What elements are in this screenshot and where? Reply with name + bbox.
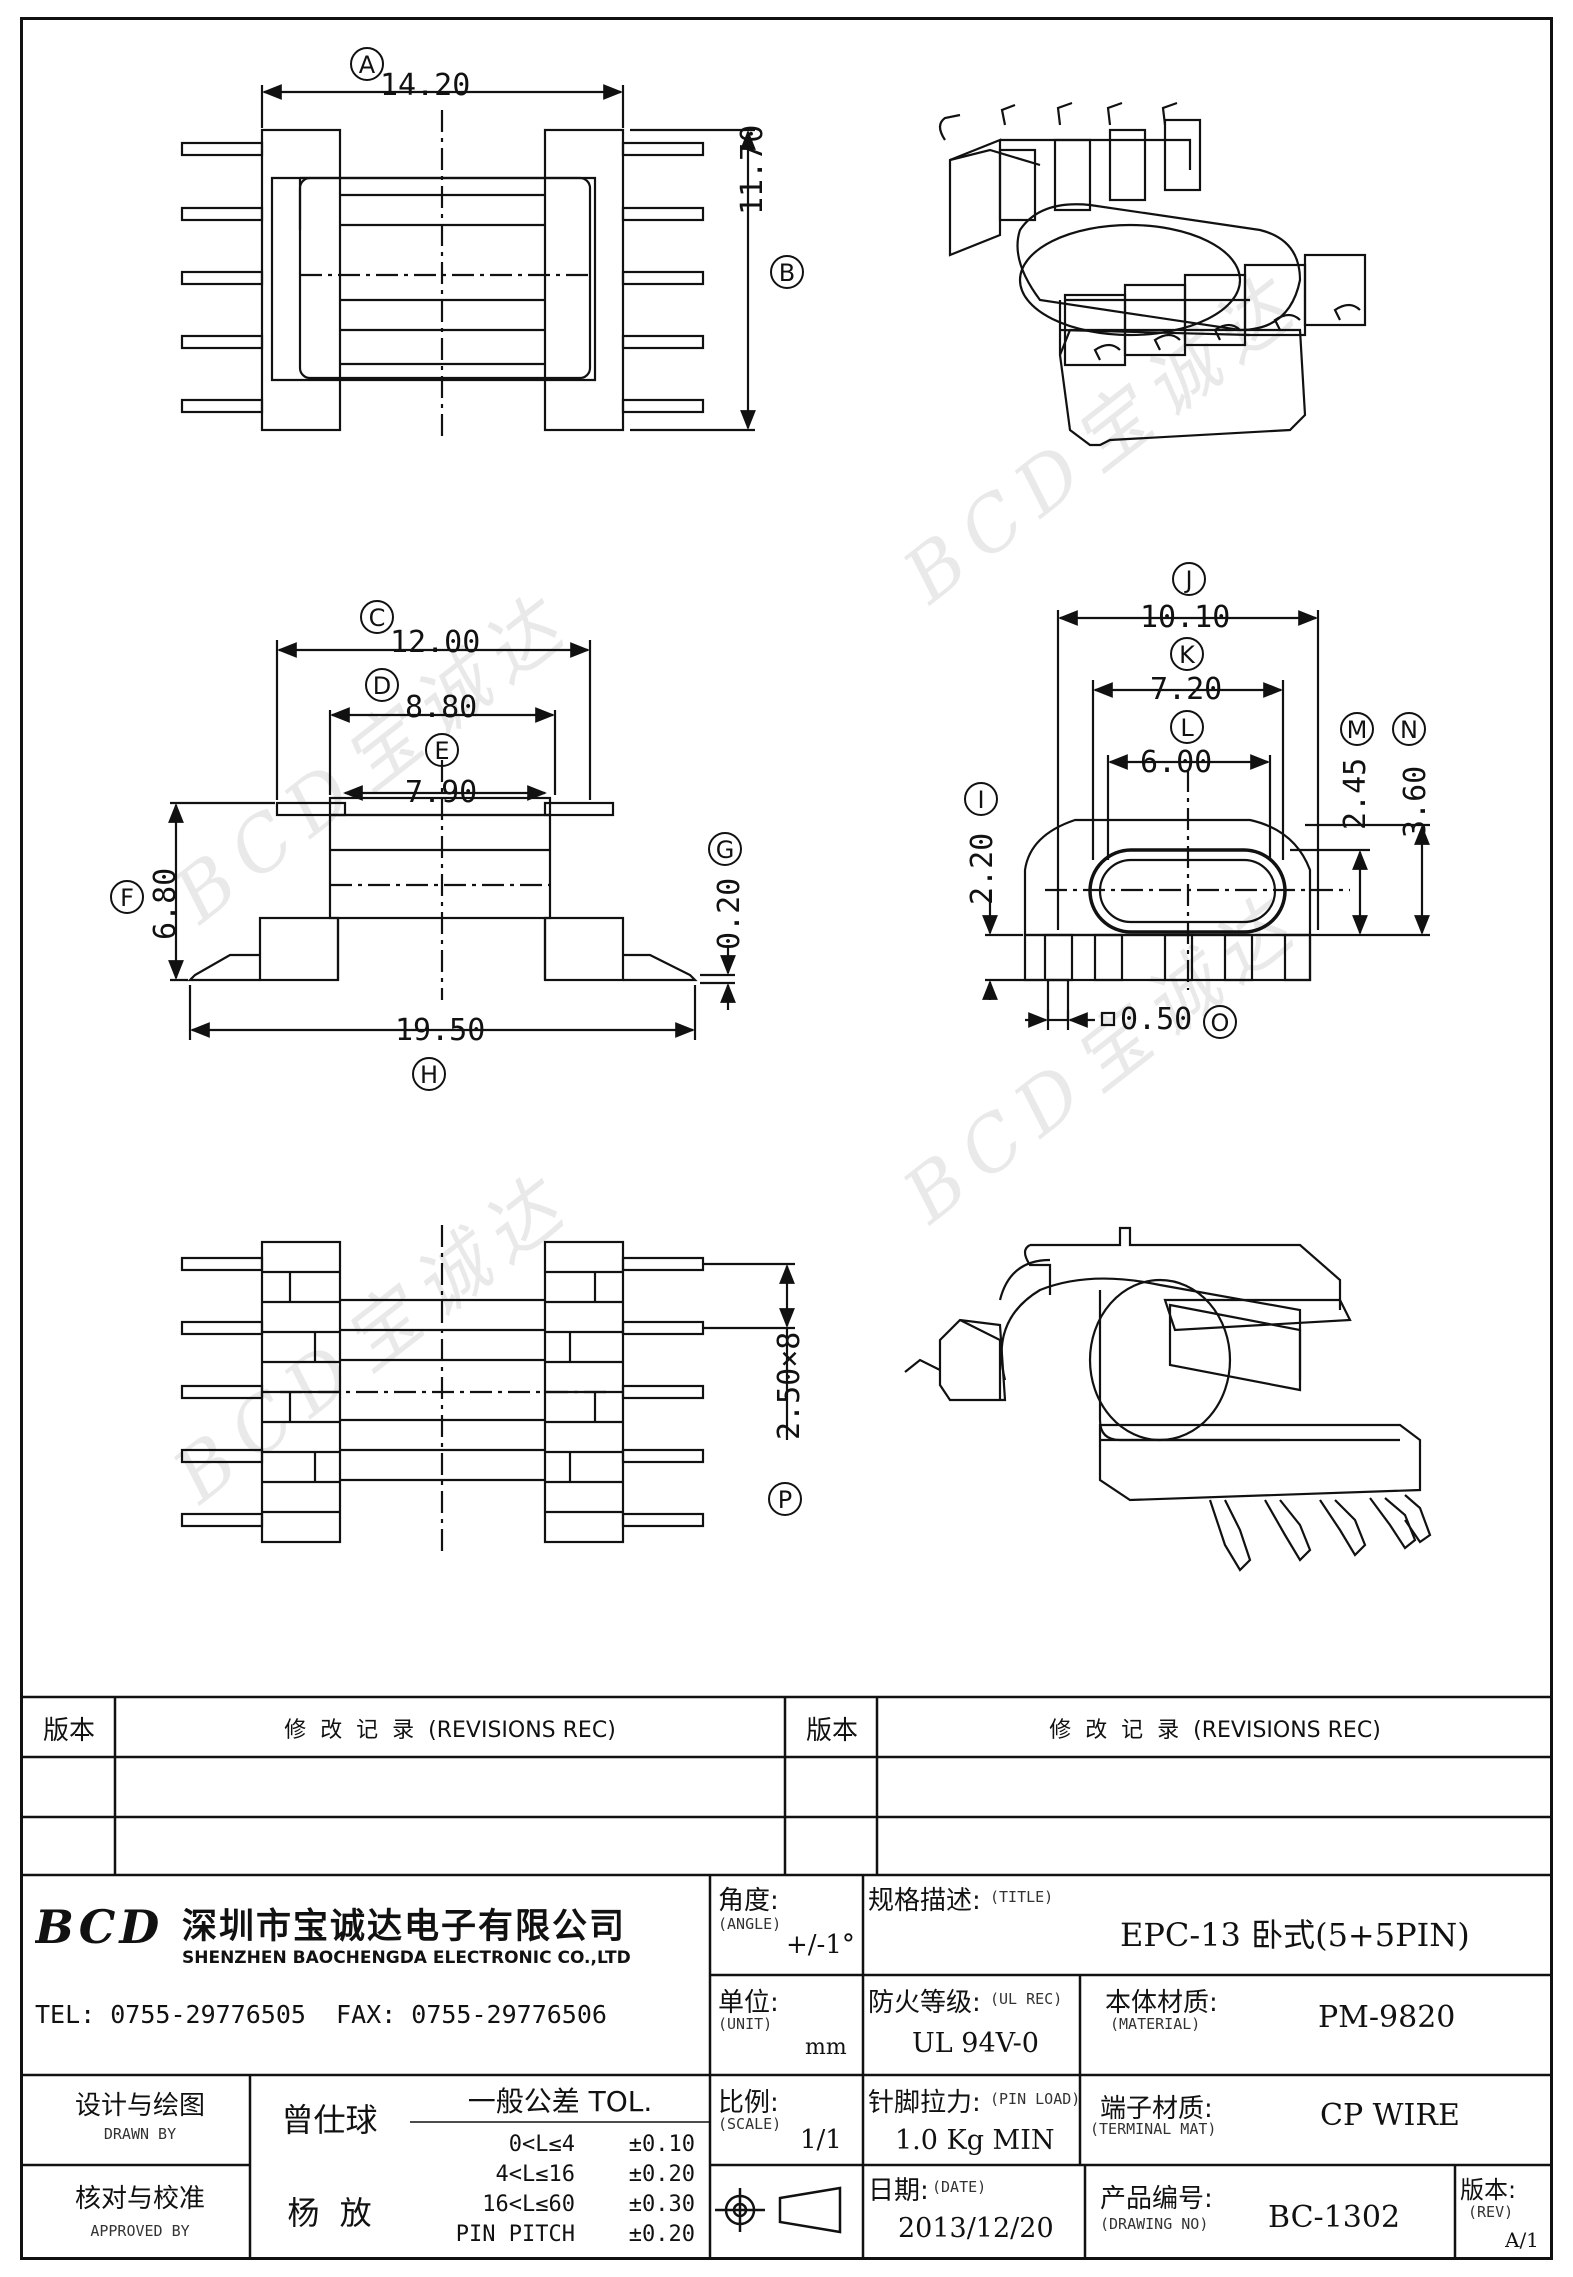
dim-K-bubble: K — [1170, 637, 1204, 671]
dim-E-value: 7.90 — [405, 775, 478, 810]
tolerance-title: 一般公差 TOL. — [467, 2085, 653, 2118]
approved-value: 杨 放 — [287, 2194, 372, 2232]
dim-A-bubble: A — [350, 47, 384, 81]
iso-view-bottom — [904, 1226, 1432, 1572]
company-name-en: SHENZHEN BAOCHENGDA ELECTRONIC CO.,LTD — [182, 1948, 631, 1968]
dim-I-value: 2.20 — [965, 832, 1000, 905]
dim-B-bubble: B — [770, 255, 804, 289]
approved-label: 核对与校准 — [74, 2184, 205, 2214]
dim-L-value: 6.00 — [1140, 745, 1213, 780]
dim-I-bubble: I — [964, 782, 998, 816]
tolerance-row: 4<L≤16±0.20 — [495, 2162, 695, 2187]
drawing-no-label-en: (DRAWING NO) — [1100, 2215, 1209, 2233]
terminal-value: CP WIRE — [1320, 2098, 1460, 2133]
ul-label-en: (UL REC) — [990, 1990, 1063, 2008]
pinload-label-en: (PIN LOAD) — [990, 2090, 1081, 2108]
tolerance-row: PIN PITCH±0.20 — [455, 2222, 695, 2247]
dim-K-value: 7.20 — [1150, 672, 1223, 707]
dim-J-value: 10.10 — [1140, 600, 1231, 635]
title-value: EPC-13 卧式(5+5PIN) — [1120, 1916, 1470, 1954]
unit-value: mm — [805, 2035, 847, 2060]
dim-C-value: 12.00 — [390, 625, 481, 660]
rev-left-record-header: 修 改 记 录 (REVISIONS REC) — [284, 1718, 616, 1743]
drawing-sheet — [20, 17, 1553, 2260]
drawn-value: 曾仕球 — [281, 2101, 378, 2139]
pinload-value: 1.0 Kg MIN — [895, 2125, 1055, 2156]
top-view — [180, 84, 756, 440]
date-label-en: (DATE) — [932, 2178, 987, 2196]
rev-label-en: (REV) — [1468, 2203, 1514, 2221]
dim-A-value: 14.20 — [380, 68, 471, 103]
date-label: 日期: — [868, 2176, 929, 2206]
tolerance-table: 0<L≤4±0.10 4<L≤16±0.20 16<L≤60±0.30 PIN … — [415, 2130, 705, 2250]
side-view — [982, 610, 1430, 1030]
dim-G-value: 0.20 — [712, 877, 747, 950]
dim-P-value: 2.50×8 — [772, 1331, 807, 1440]
company-contact: TEL: 0755-29776505 FAX: 0755-29776506 — [35, 2000, 607, 2029]
dim-O-value: 0.50 — [1120, 1002, 1193, 1037]
angle-label: 角度: — [718, 1886, 779, 1916]
title-label: 规格描述: — [868, 1886, 981, 1916]
rev-left-version-header: 版本 — [42, 1716, 95, 1746]
dim-L-bubble: L — [1170, 710, 1204, 744]
dim-H-value: 19.50 — [395, 1013, 486, 1048]
rev-right-version-header: 版本 — [805, 1716, 858, 1746]
drawing-no-value: BC-1302 — [1268, 2200, 1401, 2235]
drawn-label: 设计与绘图 — [74, 2091, 205, 2121]
dim-G-bubble: G — [708, 832, 742, 866]
approved-label-en: APPROVED BY — [90, 2222, 190, 2240]
terminal-label: 端子材质: — [1100, 2094, 1213, 2124]
dim-M-bubble: M — [1340, 712, 1374, 746]
title-block-grid — [22, 1695, 1551, 2260]
ul-value: UL 94V-0 — [912, 2028, 1039, 2059]
dim-N-value: 3.60 — [1398, 765, 1433, 838]
tolerance-row: 0<L≤4±0.10 — [508, 2132, 695, 2157]
bottom-view — [180, 1225, 795, 1555]
dim-C-bubble: C — [360, 600, 394, 634]
dim-F-bubble: F — [110, 880, 144, 914]
rev-right-record-header: 修 改 记 录 (REVISIONS REC) — [1049, 1718, 1381, 1743]
rev-label: 版本: — [1460, 2176, 1517, 2204]
scale-label: 比例: — [718, 2088, 779, 2118]
dim-P-bubble: P — [768, 1482, 802, 1516]
material-value: PM-9820 — [1318, 2000, 1456, 2035]
unit-label: 单位: — [718, 1988, 779, 2018]
dim-O-bubble: O — [1203, 1005, 1237, 1039]
ul-label: 防火等级: — [868, 1988, 981, 2018]
front-view — [168, 640, 736, 1040]
unit-label-en: (UNIT) — [718, 2015, 773, 2033]
dim-F-value: 6.80 — [148, 867, 183, 940]
dim-M-value: 2.45 — [1338, 757, 1373, 830]
dim-H-bubble: H — [412, 1057, 446, 1091]
drawing-no-label: 产品编号: — [1100, 2184, 1213, 2214]
dim-E-bubble: E — [425, 733, 459, 767]
pinload-label: 针脚拉力: — [868, 2088, 981, 2118]
company-logo: BCD — [35, 1900, 164, 1954]
rev-value: A/1 — [1505, 2228, 1539, 2252]
material-label-en: (MATERIAL) — [1110, 2015, 1201, 2033]
scale-value: 1/1 — [800, 2125, 842, 2155]
material-label: 本体材质: — [1105, 1988, 1218, 2018]
angle-value: +/-1° — [786, 1930, 855, 1960]
company-name-cn: 深圳市宝诚达电子有限公司 — [182, 1907, 627, 1947]
dim-D-value: 8.80 — [405, 690, 478, 725]
dim-J-bubble: J — [1172, 562, 1206, 596]
iso-view-top — [938, 101, 1367, 447]
scale-label-en: (SCALE) — [718, 2115, 782, 2133]
drawn-label-en: DRAWN BY — [103, 2125, 177, 2143]
dim-D-bubble: D — [365, 668, 399, 702]
angle-label-en: (ANGLE) — [718, 1915, 782, 1933]
tolerance-row: 16<L≤60±0.30 — [482, 2192, 695, 2217]
title-label-en: (TITLE) — [990, 1888, 1054, 1906]
dim-N-bubble: N — [1392, 712, 1426, 746]
terminal-label-en: (TERMINAL MAT) — [1090, 2120, 1217, 2138]
dim-B-value: 11.70 — [735, 124, 770, 215]
date-value: 2013/12/20 — [898, 2213, 1054, 2244]
